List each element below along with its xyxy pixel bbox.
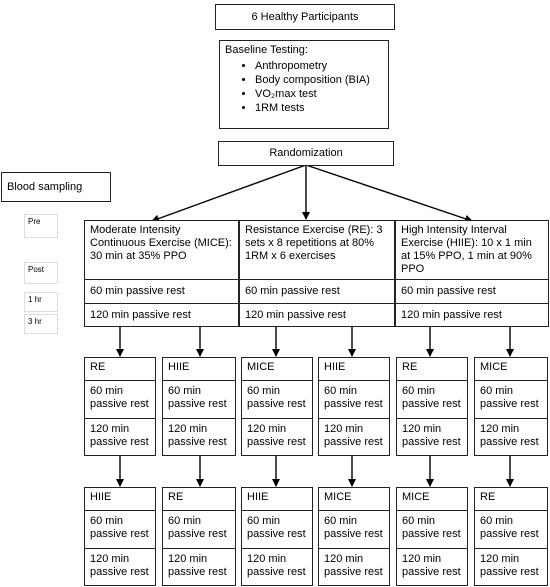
arm-re: Resistance Exercise (RE): 3 sets x 8 rep… <box>239 220 395 327</box>
sequence-rest-60: 60 min passive rest <box>242 510 312 548</box>
arm-rest-60: 60 min passive rest <box>85 279 238 303</box>
sequence-rest-120: 120 min passive rest <box>397 418 467 456</box>
arm-description: Resistance Exercise (RE): 3 sets x 8 rep… <box>245 224 383 262</box>
sequence-rest-60: 60 min passive rest <box>85 380 155 418</box>
sequence-label: HIIE <box>90 491 112 503</box>
sequence-rest-120: 120 min passive rest <box>319 548 389 586</box>
sequence-box-row3: RE 60 min passive rest 120 min passive r… <box>162 487 236 586</box>
blood-sampling-title: Blood sampling <box>7 180 83 193</box>
sequence-box-row3: HIIE 60 min passive rest 120 min passive… <box>241 487 313 586</box>
sequence-rest-120: 120 min passive rest <box>242 418 312 456</box>
sequence-rest-60: 60 min passive rest <box>397 380 467 418</box>
blood-sampling-box: Blood sampling <box>1 172 111 202</box>
arm-description: Moderate Intensity Continuous Exercise (… <box>90 224 232 262</box>
baseline-item: Anthropometry <box>255 59 383 73</box>
sequence-box-row3: MICE 60 min passive rest 120 min passive… <box>318 487 390 586</box>
sequence-rest-120: 120 min passive rest <box>319 418 389 456</box>
arm-rest-120: 120 min passive rest <box>85 303 238 327</box>
sequence-label: HIIE <box>247 491 269 503</box>
sequence-rest-60: 60 min passive rest <box>475 510 547 548</box>
timepoint-3hr: 3 hr <box>24 314 58 334</box>
arm-mice: Moderate Intensity Continuous Exercise (… <box>84 220 239 327</box>
sequence-box-row2: RE 60 min passive rest 120 min passive r… <box>396 357 468 456</box>
sequence-label: HIIE <box>168 361 190 373</box>
arm-rest-60: 60 min passive rest <box>240 279 394 303</box>
sequence-rest-60: 60 min passive rest <box>397 510 467 548</box>
sequence-rest-60: 60 min passive rest <box>85 510 155 548</box>
sequence-rest-120: 120 min passive rest <box>397 548 467 586</box>
sequence-box-row2: HIIE 60 min passive rest 120 min passive… <box>318 357 390 456</box>
arm-hiie: High Intensity Interval Exercise (HIIE):… <box>395 220 549 327</box>
sequence-rest-60: 60 min passive rest <box>319 510 389 548</box>
sequence-box-row2: RE 60 min passive rest 120 min passive r… <box>84 357 156 456</box>
baseline-testing-box: Baseline Testing: Anthropometry Body com… <box>219 40 389 129</box>
sequence-label: RE <box>168 491 184 503</box>
sequence-label: MICE <box>480 361 508 373</box>
sequence-box-row3: MICE 60 min passive rest 120 min passive… <box>396 487 468 586</box>
sequence-rest-120: 120 min passive rest <box>242 548 312 586</box>
timepoint-pre: Pre <box>24 214 58 238</box>
timepoint-1hr: 1 hr <box>24 292 58 312</box>
participants-box: 6 Healthy Participants <box>215 4 395 30</box>
sequence-rest-120: 120 min passive rest <box>475 548 547 586</box>
baseline-list: Anthropometry Body composition (BIA) VO₂… <box>225 59 383 115</box>
sequence-rest-120: 120 min passive rest <box>163 548 235 586</box>
sequence-box-row2: HIIE 60 min passive rest 120 min passive… <box>162 357 236 456</box>
arm-description: High Intensity Interval Exercise (HIIE):… <box>401 224 532 275</box>
sequence-rest-120: 120 min passive rest <box>85 418 155 456</box>
sequence-rest-120: 120 min passive rest <box>163 418 235 456</box>
randomization-box: Randomization <box>218 141 394 166</box>
sequence-label: MICE <box>324 491 352 503</box>
arrow-to-hiie <box>305 164 473 223</box>
sequence-label: RE <box>402 361 418 373</box>
timepoint-post: Post <box>24 262 58 284</box>
baseline-title: Baseline Testing: <box>225 44 308 56</box>
sequence-box-row3: HIIE 60 min passive rest 120 min passive… <box>84 487 156 586</box>
sequence-label: RE <box>90 361 106 373</box>
sequence-label: MICE <box>402 491 430 503</box>
sequence-label: MICE <box>247 361 275 373</box>
arm-rest-120: 120 min passive rest <box>396 303 548 327</box>
baseline-item: 1RM tests <box>255 101 383 115</box>
sequence-rest-60: 60 min passive rest <box>319 380 389 418</box>
sequence-rest-60: 60 min passive rest <box>475 380 547 418</box>
sequence-rest-120: 120 min passive rest <box>475 418 547 456</box>
baseline-item: VO₂max test <box>255 87 383 101</box>
sequence-label: HIIE <box>324 361 346 373</box>
sequence-rest-60: 60 min passive rest <box>163 510 235 548</box>
sequence-box-row3: RE 60 min passive rest 120 min passive r… <box>474 487 548 586</box>
arm-rest-120: 120 min passive rest <box>240 303 394 327</box>
sequence-box-row2: MICE 60 min passive rest 120 min passive… <box>241 357 313 456</box>
arm-rest-60: 60 min passive rest <box>396 279 548 303</box>
sequence-rest-120: 120 min passive rest <box>85 548 155 586</box>
randomization-label: Randomization <box>269 147 343 159</box>
sequence-rest-60: 60 min passive rest <box>163 380 235 418</box>
participants-label: 6 Healthy Participants <box>251 10 359 23</box>
baseline-item: Body composition (BIA) <box>255 73 383 87</box>
sequence-label: RE <box>480 491 496 503</box>
sequence-box-row2: MICE 60 min passive rest 120 min passive… <box>474 357 548 456</box>
arrow-to-mice <box>151 164 307 223</box>
sequence-rest-60: 60 min passive rest <box>242 380 312 418</box>
